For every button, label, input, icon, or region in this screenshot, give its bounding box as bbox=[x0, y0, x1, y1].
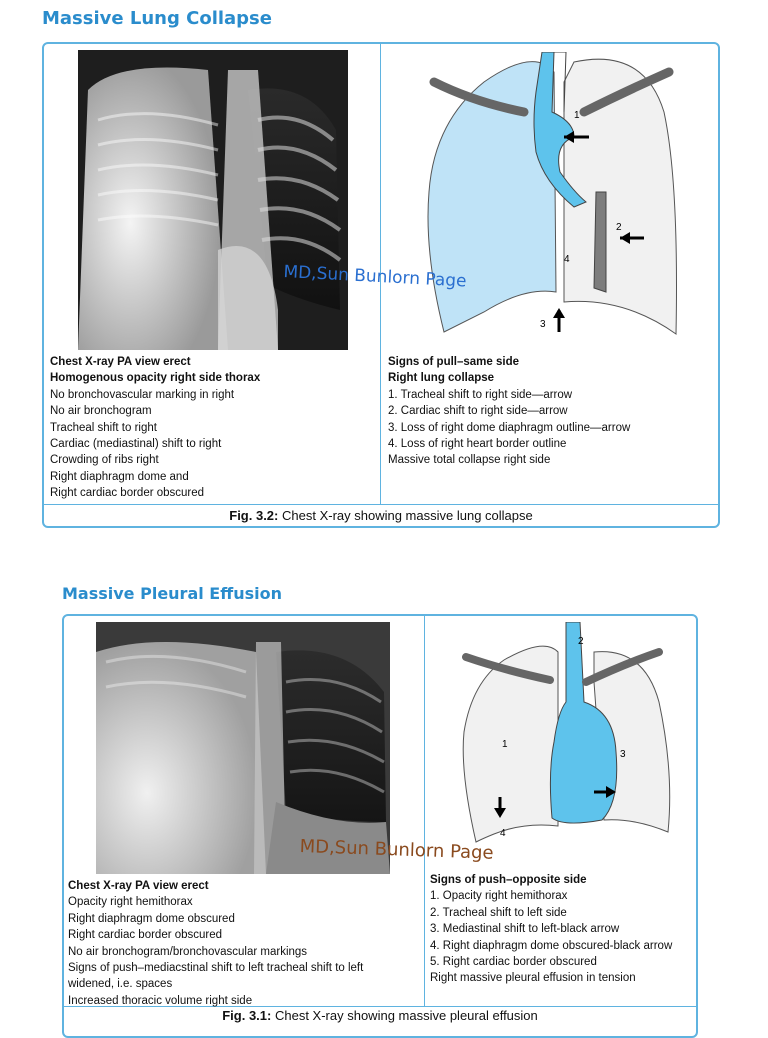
diagram-label: 3 bbox=[540, 319, 546, 330]
signs-line: 4. Right diaphragm dome obscured-black a… bbox=[430, 939, 673, 952]
findings-line: Chest X-ray PA view erect bbox=[68, 880, 209, 892]
findings-line: widened, i.e. spaces bbox=[68, 978, 173, 991]
figure-label: Fig. 3.1: bbox=[222, 1008, 272, 1023]
signs-line: Right lung collapse bbox=[388, 372, 495, 385]
signs-list: Signs of push–opposite side 1. Opacity r… bbox=[430, 872, 694, 987]
caption-divider bbox=[44, 504, 718, 505]
findings-line: No air bronchogram/bronchovascular marki… bbox=[68, 945, 308, 958]
findings-line: Right diaphragm dome and bbox=[50, 470, 189, 483]
signs-line: 5. Right cardiac border obscured bbox=[430, 956, 597, 969]
findings-line: Right diaphragm dome obscured bbox=[68, 912, 235, 925]
diagram-label: 3 bbox=[620, 749, 626, 760]
figure-caption: Fig. 3.1: Chest X-ray showing massive pl… bbox=[64, 1008, 696, 1023]
signs-line: 4. Loss of right heart border outline bbox=[388, 438, 567, 451]
signs-line: 3. Mediastinal shift to left-black arrow bbox=[430, 923, 620, 936]
chest-xray-image-collapse bbox=[78, 50, 348, 350]
pleural-effusion-diagram: 1 2 3 4 bbox=[454, 622, 684, 848]
signs-line: Massive total collapse right side bbox=[388, 454, 551, 467]
diagram-label: 2 bbox=[616, 222, 622, 233]
section-title-lung-collapse: Massive Lung Collapse bbox=[42, 8, 272, 29]
signs-line: 3. Loss of right dome diaphragm outline—… bbox=[388, 421, 631, 434]
diagram-label: 1 bbox=[574, 110, 580, 121]
chest-xray-image-effusion bbox=[96, 622, 390, 874]
column-divider bbox=[380, 44, 381, 504]
figure-box-lung-collapse: 1 2 3 4 Chest X-ray PA view erect Homoge… bbox=[42, 42, 720, 528]
findings-line: Opacity right hemithorax bbox=[68, 896, 193, 909]
signs-list: Signs of pull–same side Right lung colla… bbox=[388, 354, 714, 469]
signs-line: Signs of pull–same side bbox=[388, 356, 520, 368]
signs-line: 1. Tracheal shift to right side—arrow bbox=[388, 388, 573, 401]
findings-line: Right cardiac border obscured bbox=[68, 929, 223, 942]
xray-findings-list: Chest X-ray PA view erect Opacity right … bbox=[68, 878, 422, 1009]
xray-findings-list: Chest X-ray PA view erect Homogenous opa… bbox=[50, 354, 370, 502]
diagram-label: 1 bbox=[502, 739, 508, 750]
findings-line: No bronchovascular marking in right bbox=[50, 388, 235, 401]
lung-collapse-diagram: 1 2 3 4 bbox=[424, 52, 694, 342]
signs-line: 2. Cardiac shift to right side—arrow bbox=[388, 405, 568, 418]
findings-line: Crowding of ribs right bbox=[50, 454, 159, 467]
findings-line: Increased thoracic volume right side bbox=[68, 994, 253, 1007]
findings-line: Signs of push–mediacstinal shift to left… bbox=[68, 962, 364, 975]
signs-line: 2. Tracheal shift to left side bbox=[430, 906, 567, 919]
findings-line: Tracheal shift to right bbox=[50, 421, 157, 434]
signs-line: 1. Opacity right hemithorax bbox=[430, 890, 568, 903]
diagram-label: 4 bbox=[564, 254, 570, 265]
section-title-pleural-effusion: Massive Pleural Effusion bbox=[62, 584, 282, 603]
diagram-label: 2 bbox=[578, 636, 584, 647]
signs-line: Right massive pleural effusion in tensio… bbox=[430, 972, 636, 985]
figure-caption-text: Chest X-ray showing massive lung collaps… bbox=[282, 508, 533, 523]
column-divider bbox=[424, 616, 425, 1006]
figure-label: Fig. 3.2: bbox=[229, 508, 279, 523]
figure-caption-text: Chest X-ray showing massive pleural effu… bbox=[274, 1008, 538, 1023]
figure-caption: Fig. 3.2: Chest X-ray showing massive lu… bbox=[44, 508, 718, 523]
findings-line: Right cardiac border obscured bbox=[50, 487, 205, 500]
figure-box-pleural-effusion: 1 2 3 4 Chest X-ray PA view erect Opacit… bbox=[62, 614, 698, 1038]
findings-line: No air bronchogram bbox=[50, 405, 152, 418]
diagram-label: 4 bbox=[500, 828, 506, 839]
findings-line: Cardiac (mediastinal) shift to right bbox=[50, 438, 222, 451]
signs-line: Signs of push–opposite side bbox=[430, 874, 587, 886]
findings-line: Chest X-ray PA view erect bbox=[50, 356, 191, 368]
caption-divider bbox=[64, 1006, 696, 1007]
findings-line: Homogenous opacity right side thorax bbox=[50, 372, 261, 385]
